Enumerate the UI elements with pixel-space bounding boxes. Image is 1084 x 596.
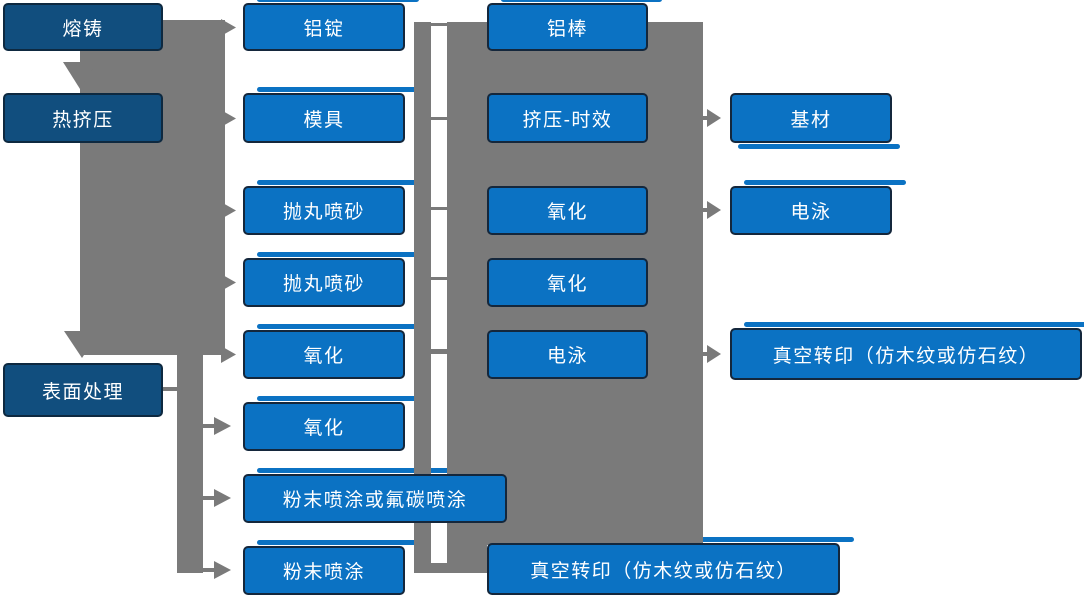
node-label: 铝锭 xyxy=(303,18,345,40)
node-label: 表面处理 xyxy=(41,381,124,403)
node-shadow-sliver xyxy=(257,468,521,473)
arrow-right-to-powder-fluorocarbon-icon xyxy=(214,489,231,507)
node-label: 电泳 xyxy=(546,346,588,367)
arrow-right-to-aluminum-ingot-icon xyxy=(221,19,236,36)
node-label: 真空转印（仿木纹或仿石纹） xyxy=(772,345,1040,367)
connector-link-electrophoresis xyxy=(429,349,447,354)
node-label: 粉末喷涂 xyxy=(282,562,365,583)
connector-tail-oxidation-2 xyxy=(202,424,215,428)
arrow-right-to-oxidation-2-icon xyxy=(214,417,231,435)
node-label: 电泳 xyxy=(790,202,832,223)
node-label: 模具 xyxy=(303,109,345,131)
connector-main-vertical-band xyxy=(80,20,225,355)
node-shadow-sliver xyxy=(738,144,900,149)
node-lvbang: 铝棒 xyxy=(487,3,648,51)
connector-link-vacuum-transfer xyxy=(431,563,487,573)
node-jicai: 基材 xyxy=(730,93,892,143)
node-label: 真空转印（仿木纹或仿石纹） xyxy=(530,560,797,582)
connector-link-aluminum-rod xyxy=(431,23,447,26)
node-dianyong-2: 电泳 xyxy=(730,186,892,235)
node-paowan-2: 抛丸喷砂 xyxy=(243,258,405,307)
node-shadow-sliver xyxy=(257,180,419,185)
arrow-right-to-powder-coating-icon xyxy=(214,561,231,579)
node-rongzhu: 熔铸 xyxy=(3,3,163,51)
connector-surface-branch-bar xyxy=(177,355,203,573)
connector-tail-powder-coating xyxy=(202,568,215,572)
arrow-right-to-substrate-icon xyxy=(707,109,721,127)
node-label: 熔铸 xyxy=(62,18,104,40)
node-zhenkong-1: 真空转印（仿木纹或仿石纹） xyxy=(487,543,840,595)
node-label: 基材 xyxy=(790,109,832,131)
node-fenmo-fluor: 粉末喷涂或氟碳喷涂 xyxy=(243,474,507,523)
node-yanghua-4: 氧化 xyxy=(487,258,648,307)
connector-tail-powder-fluorocarbon xyxy=(202,496,215,500)
arrow-right-to-oxidation-1-icon xyxy=(221,346,236,363)
connector-tail-vacuum-transfer-2 xyxy=(703,352,708,356)
node-rejiya: 热挤压 xyxy=(3,93,163,143)
arrow-right-to-vacuum-transfer-icon xyxy=(707,345,721,363)
connector-link-oxidation-1 xyxy=(431,207,447,210)
node-jiya-shixiao: 挤压-时效 xyxy=(487,93,648,143)
node-paowan-1: 抛丸喷砂 xyxy=(243,186,405,235)
node-label: 热挤压 xyxy=(52,109,114,131)
node-label: 氧化 xyxy=(546,274,588,295)
connector-link-oxidation-2 xyxy=(431,277,447,280)
connector-surface-treatment-link xyxy=(163,387,177,391)
node-shadow-sliver xyxy=(744,322,1084,327)
connector-tail-substrate xyxy=(703,116,708,120)
arrow-right-to-shot-blasting-1-icon xyxy=(221,202,236,219)
node-label: 氧化 xyxy=(303,418,345,439)
node-label: 氧化 xyxy=(546,202,588,223)
node-label: 粉末喷涂或氟碳喷涂 xyxy=(282,490,468,511)
node-yanghua-3: 氧化 xyxy=(487,186,648,235)
node-dianyong-1: 电泳 xyxy=(487,330,648,379)
node-lvding: 铝锭 xyxy=(243,3,405,51)
node-label: 挤压-时效 xyxy=(522,109,613,131)
node-shadow-sliver xyxy=(257,252,419,257)
node-label: 氧化 xyxy=(303,346,345,367)
node-biaomian: 表面处理 xyxy=(3,363,163,417)
node-shadow-sliver xyxy=(257,396,419,401)
node-label: 抛丸喷砂 xyxy=(282,202,365,223)
node-shadow-sliver xyxy=(257,540,419,545)
node-yanghua-2: 氧化 xyxy=(243,402,405,451)
node-label: 铝棒 xyxy=(546,18,588,40)
arrow-right-to-electrophoresis-icon xyxy=(707,201,721,219)
node-shadow-sliver xyxy=(744,180,906,185)
node-shadow-sliver xyxy=(257,87,419,92)
arrow-right-to-mold-icon xyxy=(221,110,236,127)
connector-link-extrusion-aging xyxy=(431,117,447,120)
node-label: 抛丸喷砂 xyxy=(282,274,365,295)
node-shadow-sliver xyxy=(257,324,419,329)
node-zhenkong-2: 真空转印（仿木纹或仿石纹） xyxy=(730,328,1082,380)
node-muju: 模具 xyxy=(243,93,405,143)
arrow-right-to-shot-blasting-2-icon xyxy=(221,274,236,291)
node-shadow-sliver xyxy=(257,0,419,2)
node-yanghua-1: 氧化 xyxy=(243,330,405,379)
node-shadow-sliver xyxy=(501,0,662,2)
connector-tail-electrophoresis-2 xyxy=(703,208,708,212)
connector-column-link-bar xyxy=(414,22,431,573)
node-fenmo: 粉末喷涂 xyxy=(243,546,405,595)
